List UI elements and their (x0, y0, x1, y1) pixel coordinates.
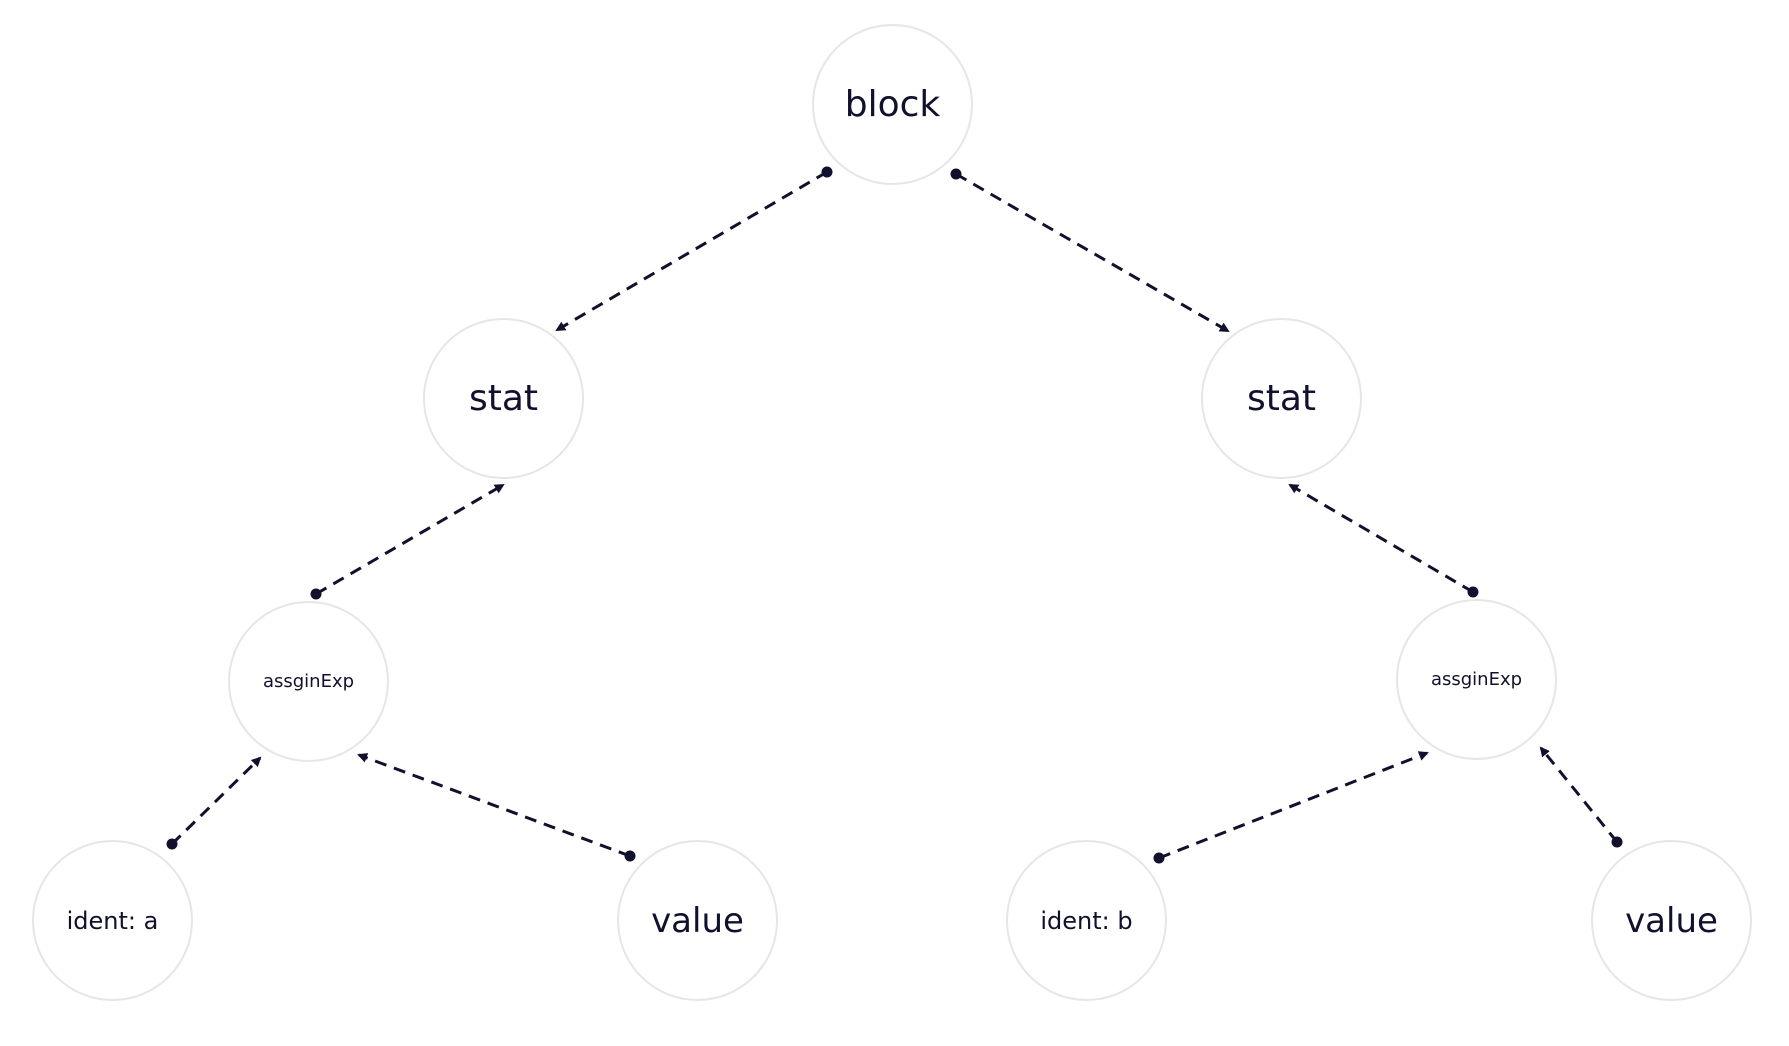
node-label: stat (1246, 378, 1317, 419)
edge-start-dot (310, 588, 322, 600)
edge-ident-b-to-assign-right (1153, 751, 1429, 864)
edge-start-dot (624, 850, 636, 862)
node-ident-a[interactable]: ident: a (32, 840, 193, 1001)
edge-start-dot (950, 168, 962, 180)
node-label: ident: b (1040, 906, 1133, 935)
node-label: stat (468, 378, 539, 419)
edge-value-left-to-assign-left (357, 753, 636, 862)
edge-assign-left-to-stat-left (310, 483, 505, 600)
node-block[interactable]: block (812, 24, 973, 185)
edge-block-to-stat-left (555, 166, 833, 332)
node-stat-right[interactable]: stat (1201, 318, 1362, 479)
node-stat-left[interactable]: stat (423, 318, 584, 479)
edge-start-dot (1467, 586, 1479, 598)
edge-ident-a-to-assign-left (166, 756, 262, 850)
node-label: assginExp (262, 671, 355, 692)
node-label: ident: a (66, 906, 159, 935)
node-label: value (651, 900, 744, 941)
edge-block-to-stat-right (950, 168, 1230, 333)
edge-assign-right-to-stat-right (1288, 483, 1479, 598)
node-label: assginExp (1430, 669, 1523, 690)
node-assign-exp-left[interactable]: assginExp (228, 601, 389, 762)
node-assign-exp-right[interactable]: assginExp (1396, 599, 1557, 760)
edge-start-dot (1153, 852, 1165, 864)
edge-start-dot (821, 166, 833, 178)
edge-value-right-to-assign-right (1539, 746, 1623, 848)
node-ident-b[interactable]: ident: b (1006, 840, 1167, 1001)
edge-start-dot (166, 838, 178, 850)
node-value-left[interactable]: value (617, 840, 778, 1001)
node-value-right[interactable]: value (1591, 840, 1752, 1001)
node-label: value (1625, 900, 1718, 941)
edge-start-dot (1611, 836, 1623, 848)
node-label: block (844, 84, 941, 125)
